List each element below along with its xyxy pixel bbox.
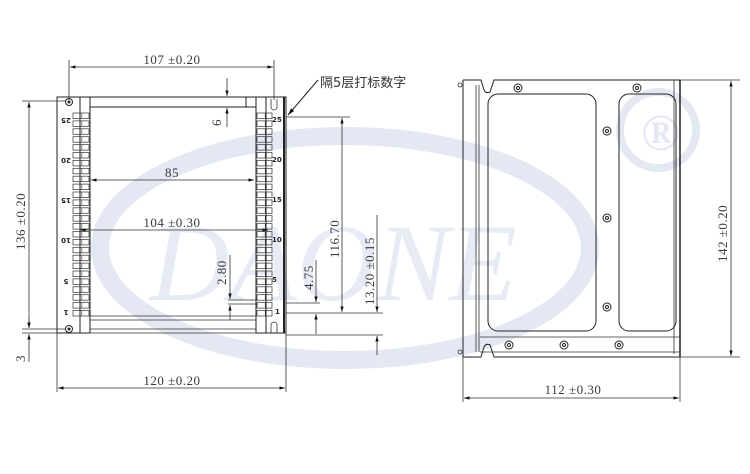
dim-bottom-offset: 3 (13, 355, 28, 362)
screw-icon (513, 83, 523, 93)
right-rail-slots (256, 112, 273, 317)
left-rail-numbers: 25 20 15 10 5 1 (61, 116, 71, 316)
dim-first-slot-offset: 4.75 (301, 265, 316, 290)
svg-text:25: 25 (272, 116, 282, 124)
svg-text:15: 15 (272, 196, 282, 204)
svg-text:10: 10 (61, 236, 71, 244)
dim-overall-width: 120 ±0.20 (143, 373, 200, 388)
svg-text:1: 1 (275, 308, 280, 316)
screw-icon (602, 213, 612, 223)
screw-icon (602, 126, 612, 136)
watermark: DAONE ® (91, 88, 700, 369)
screw-icon (559, 340, 569, 350)
dim-bottom-margin: 13.20 ±0.15 (362, 237, 377, 305)
screw-icon (504, 340, 514, 350)
front-view: 25 20 15 10 5 1 25 20 15 10 5 1 隔5层打标数字 … (13, 52, 406, 392)
svg-text:10: 10 (272, 236, 282, 244)
svg-text:25: 25 (61, 116, 71, 124)
svg-text:5: 5 (272, 276, 277, 284)
screws (504, 83, 642, 350)
annotation-note: 隔5层打标数字 (320, 76, 406, 91)
svg-text:1: 1 (63, 308, 68, 316)
dim-top-bar-gap: 6 (209, 119, 224, 126)
plate-cutout-large (487, 93, 597, 332)
dim-side-width: 112 ±0.30 (545, 382, 602, 397)
dim-rail-height: 116.70 (327, 220, 342, 258)
registered-mark-icon: ® (641, 105, 680, 162)
dim-inner-104: 104 ±0.30 (143, 215, 200, 230)
plate-cutout-small (618, 93, 677, 332)
svg-text:20: 20 (272, 156, 282, 164)
slot-notch-icon (270, 99, 278, 111)
dim-slot-pitch: 2.80 (214, 260, 229, 285)
dim-side-height: 142 ±0.20 (715, 205, 730, 262)
watermark-brand: DAONE (148, 202, 517, 324)
svg-text:5: 5 (63, 277, 68, 285)
left-rail-slots (72, 112, 90, 317)
screw-icon (632, 83, 642, 93)
screw-icon (614, 340, 624, 350)
slot-notch-icon (270, 321, 278, 333)
screw-icon (602, 302, 612, 312)
dim-top-width: 107 ±0.20 (143, 52, 200, 67)
right-rail-numbers: 25 20 15 10 5 1 (272, 116, 282, 316)
svg-text:20: 20 (61, 156, 71, 164)
side-view: 142 ±0.20 112 ±0.30 (457, 79, 740, 402)
dim-inner-85: 85 (165, 165, 179, 180)
svg-text:15: 15 (61, 196, 71, 204)
dim-overall-height: 136 ±0.20 (13, 193, 28, 250)
